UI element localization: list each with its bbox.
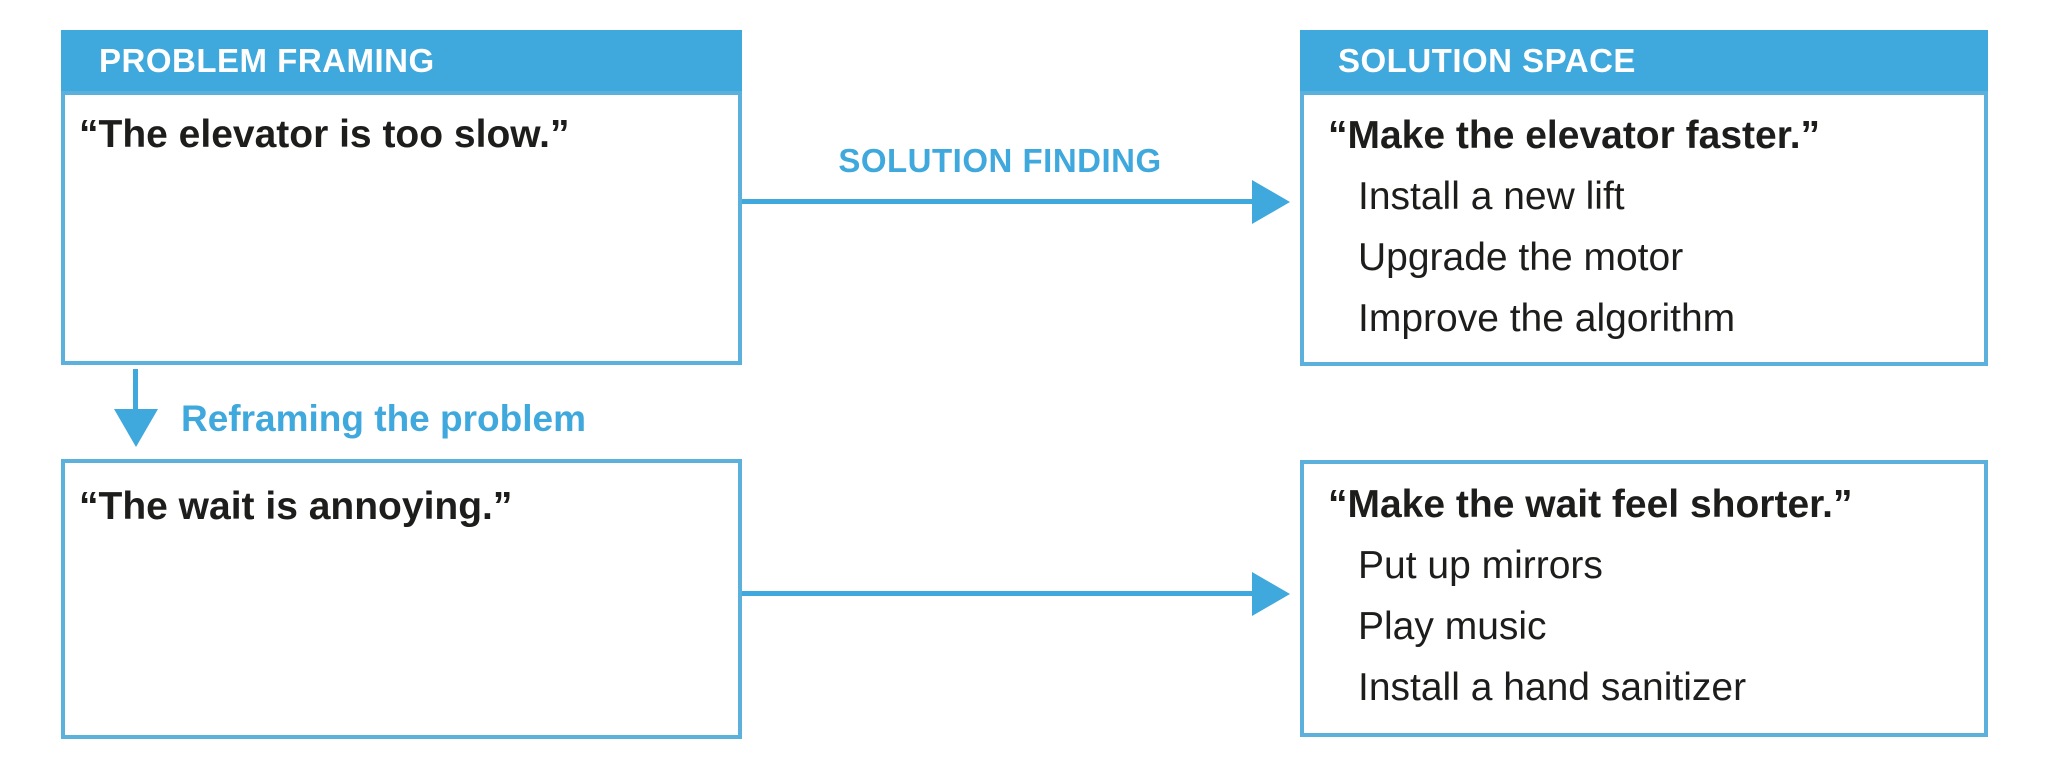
solution-space-header: SOLUTION SPACE bbox=[1300, 30, 1988, 91]
solution-space-header-label: SOLUTION SPACE bbox=[1338, 41, 1636, 79]
solution-space-initial-body: “Make the elevator faster.” Install a ne… bbox=[1300, 91, 1988, 366]
initial-problem-statement: “The elevator is too slow.” bbox=[79, 113, 570, 156]
right-arrow-head-icon bbox=[1252, 179, 1290, 224]
solution-space-reframed-body: “Make the wait feel shorter.” Put up mir… bbox=[1300, 460, 1988, 737]
right-arrow-head-icon bbox=[1252, 571, 1290, 616]
reframing-arrow-line bbox=[133, 369, 138, 413]
problem-framing-reframed-box: “The wait is annoying.” bbox=[61, 459, 742, 739]
problem-framing-initial-body: “The elevator is too slow.” bbox=[61, 91, 742, 365]
problem-framing-reframed-body: “The wait is annoying.” bbox=[61, 459, 742, 739]
problem-framing-header: PROBLEM FRAMING bbox=[61, 30, 742, 91]
reframing-label: Reframing the problem bbox=[181, 398, 586, 439]
solution-space-initial-box: SOLUTION SPACE “Make the elevator faster… bbox=[1300, 30, 1988, 366]
solution-space-reframed-box: “Make the wait feel shorter.” Put up mir… bbox=[1300, 460, 1988, 737]
solution-finding-label: SOLUTION FINDING bbox=[838, 142, 1162, 179]
down-arrow-head-icon bbox=[113, 409, 158, 447]
problem-framing-initial-box: PROBLEM FRAMING “The elevator is too slo… bbox=[61, 30, 742, 365]
reframed-solution-arrow-line bbox=[742, 591, 1254, 596]
solution-finding-arrow-line bbox=[742, 199, 1254, 204]
reframed-solution-statement: “Make the wait feel shorter.” bbox=[1328, 483, 1853, 526]
reframed-solution-item: Put up mirrors bbox=[1358, 544, 1603, 587]
reframed-solution-item: Install a hand sanitizer bbox=[1358, 666, 1747, 709]
problem-framing-header-label: PROBLEM FRAMING bbox=[99, 41, 435, 79]
initial-solution-item: Upgrade the motor bbox=[1358, 236, 1684, 279]
initial-solution-item: Install a new lift bbox=[1358, 175, 1625, 218]
reframed-problem-statement: “The wait is annoying.” bbox=[79, 485, 513, 528]
initial-solution-item: Improve the algorithm bbox=[1358, 297, 1736, 340]
initial-solution-statement: “Make the elevator faster.” bbox=[1328, 114, 1821, 157]
reframed-solution-item: Play music bbox=[1358, 605, 1547, 648]
